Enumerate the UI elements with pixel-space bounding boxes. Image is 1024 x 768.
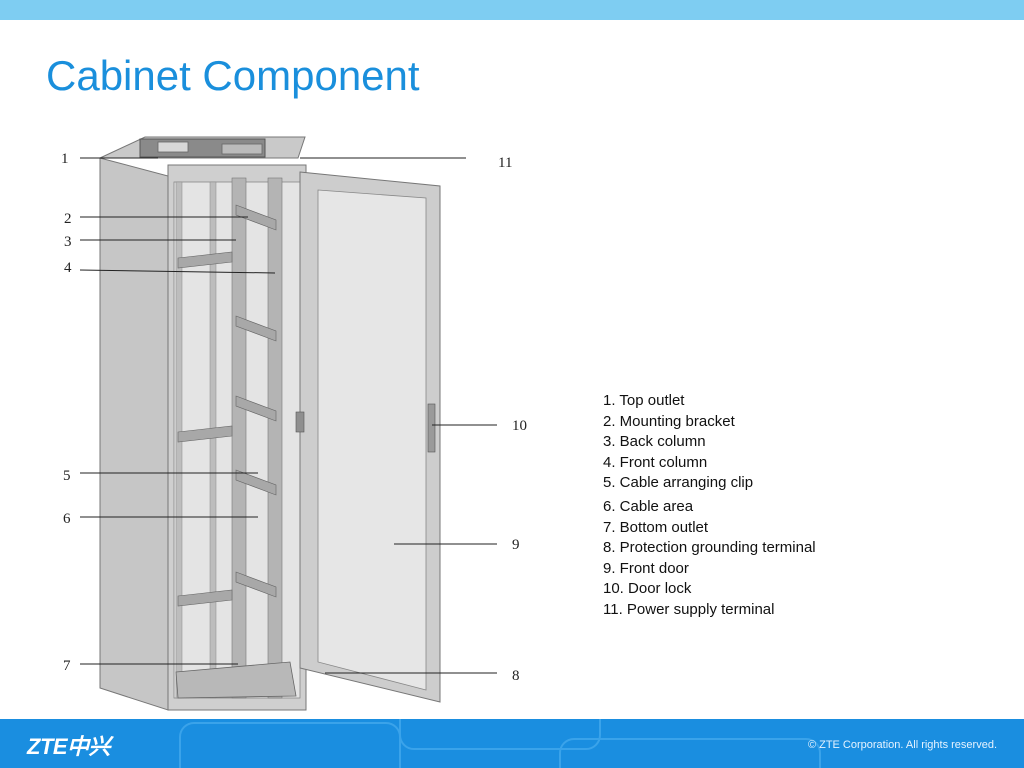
- legend-item: 9. Front door: [603, 559, 689, 577]
- legend-item: 1. Top outlet: [603, 392, 685, 409]
- door-hinge: [295, 411, 305, 433]
- door-lock: [427, 403, 436, 453]
- bottom-outlet: [175, 661, 297, 699]
- front-column-right: [267, 177, 283, 699]
- copyright-text: © ZTE Corporation. All rights reserved.: [807, 739, 997, 751]
- legend-item: 11. Power supply terminal: [603, 600, 775, 618]
- front-column-left: [231, 177, 247, 699]
- legend-item: 3. Back column: [603, 433, 706, 451]
- legend-item: 8. Protection grounding terminal: [603, 539, 816, 557]
- callout-7: 7: [63, 658, 71, 674]
- callout-10: 10: [512, 418, 527, 434]
- leader-lines: [79, 157, 497, 674]
- callout-3: 3: [64, 234, 72, 250]
- footer-bar: ZTE中兴 © ZTE Corporation. All rights rese…: [0, 719, 1024, 768]
- callout-6: 6: [63, 511, 71, 527]
- component-legend: 1. Top outlet 2. Mounting bracket 3. Bac…: [603, 391, 816, 621]
- callout-8: 8: [512, 668, 520, 684]
- callout-11: 11: [498, 155, 512, 171]
- legend-item: 2. Mounting bracket: [603, 412, 735, 430]
- legend-item: 5. Cable arranging clip: [603, 474, 754, 492]
- legend-item: 6. Cable area: [603, 497, 694, 515]
- callout-4: 4: [64, 260, 72, 276]
- legend-item: 7. Bottom outlet: [603, 518, 709, 536]
- cabinet-side-panel: [99, 157, 169, 711]
- zte-logo: ZTE中兴: [27, 734, 111, 759]
- callout-9: 9: [512, 537, 520, 553]
- callout-1: 1: [61, 151, 69, 167]
- slide-title: Cabinet Component: [46, 52, 420, 99]
- footer-decoration: [179, 719, 821, 768]
- callout-2: 2: [64, 211, 72, 227]
- top-bar: [0, 0, 1024, 20]
- door-glass: [317, 189, 427, 691]
- legend-item: 10. Door lock: [603, 580, 692, 598]
- mounting-brackets: [177, 204, 277, 607]
- legend-item: 4. Front column: [603, 453, 708, 471]
- callout-5: 5: [63, 468, 71, 484]
